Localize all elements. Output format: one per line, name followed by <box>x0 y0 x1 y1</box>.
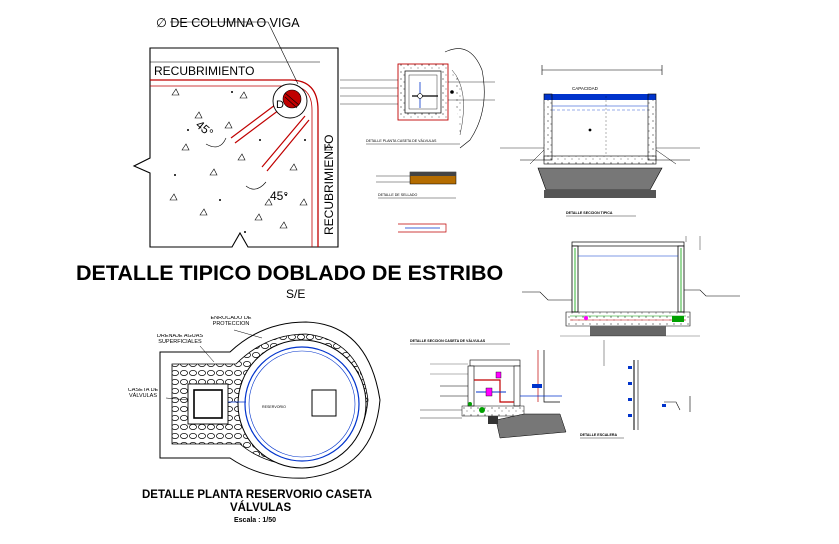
bar-diameter-label: D <box>276 99 284 111</box>
stirrup-bend-detail: ∅ DE COLUMNA O VIGA RECUBRIMIENTO RECUBR… <box>132 16 339 248</box>
angle-label-2: 45° <box>270 189 288 203</box>
valve-box-plan-detail: DETALLE PLANTA CASETA DE VÁLVULAS <box>340 48 495 149</box>
sealing-detail: DETALLE DE SELLADO <box>376 171 457 233</box>
cover-label-horizontal: RECUBRIMIENTO <box>154 64 254 78</box>
sealing-detail-title: DETALLE DE SELLADO <box>378 193 417 197</box>
valve-box-section-detail: DETALLE SECCION CASETA DE VÁLVULAS <box>410 338 567 439</box>
surface-drainage-label: DRENAJE AGUAS SUPERFICIALES <box>156 334 204 345</box>
capacity-label: CAPACIDAD <box>572 86 599 91</box>
reservoir-plan-title-line2: VÁLVULAS <box>230 501 291 514</box>
rock-protection-label: ENROCADO DE PROTECCION <box>210 316 252 327</box>
reservoir-wall-section <box>522 236 740 337</box>
ladder-detail-title: DETALLE ESCALERA <box>580 433 617 437</box>
reservoir-plan-title-line1: DETALLE PLANTA RESERVORIO CASETA <box>142 489 372 501</box>
angle-label-1: 45° <box>193 118 216 141</box>
ladder-detail: DETALLE ESCALERA <box>580 340 691 439</box>
reservoir-plan-scale: Escala : 1/50 <box>234 517 276 524</box>
valve-box-plan-title: DETALLE PLANTA CASETA DE VÁLVULAS <box>366 139 437 143</box>
stirrup-detail-title: DETALLE TIPICO DOBLADO DE ESTRIBO <box>76 261 503 285</box>
reservoir-label: RESERVORIO <box>262 405 286 409</box>
typical-section-title: DETALLE SECCION TIPICA <box>566 211 613 215</box>
valve-box-section-title: DETALLE SECCION CASETA DE VÁLVULAS <box>410 338 486 343</box>
valve-box-label: CASETA DE VÁLVULAS <box>127 388 159 399</box>
typical-section-detail: CAPACIDAD DETALLE SECCION TIPICA <box>500 65 700 217</box>
reservoir-plan-detail: RESERVORIO <box>159 321 381 479</box>
cover-label-vertical: RECUBRIMIENTO <box>322 135 336 235</box>
column-diameter-label: ∅ DE COLUMNA O VIGA <box>156 16 300 30</box>
stirrup-detail-scale: S/E <box>286 287 305 301</box>
